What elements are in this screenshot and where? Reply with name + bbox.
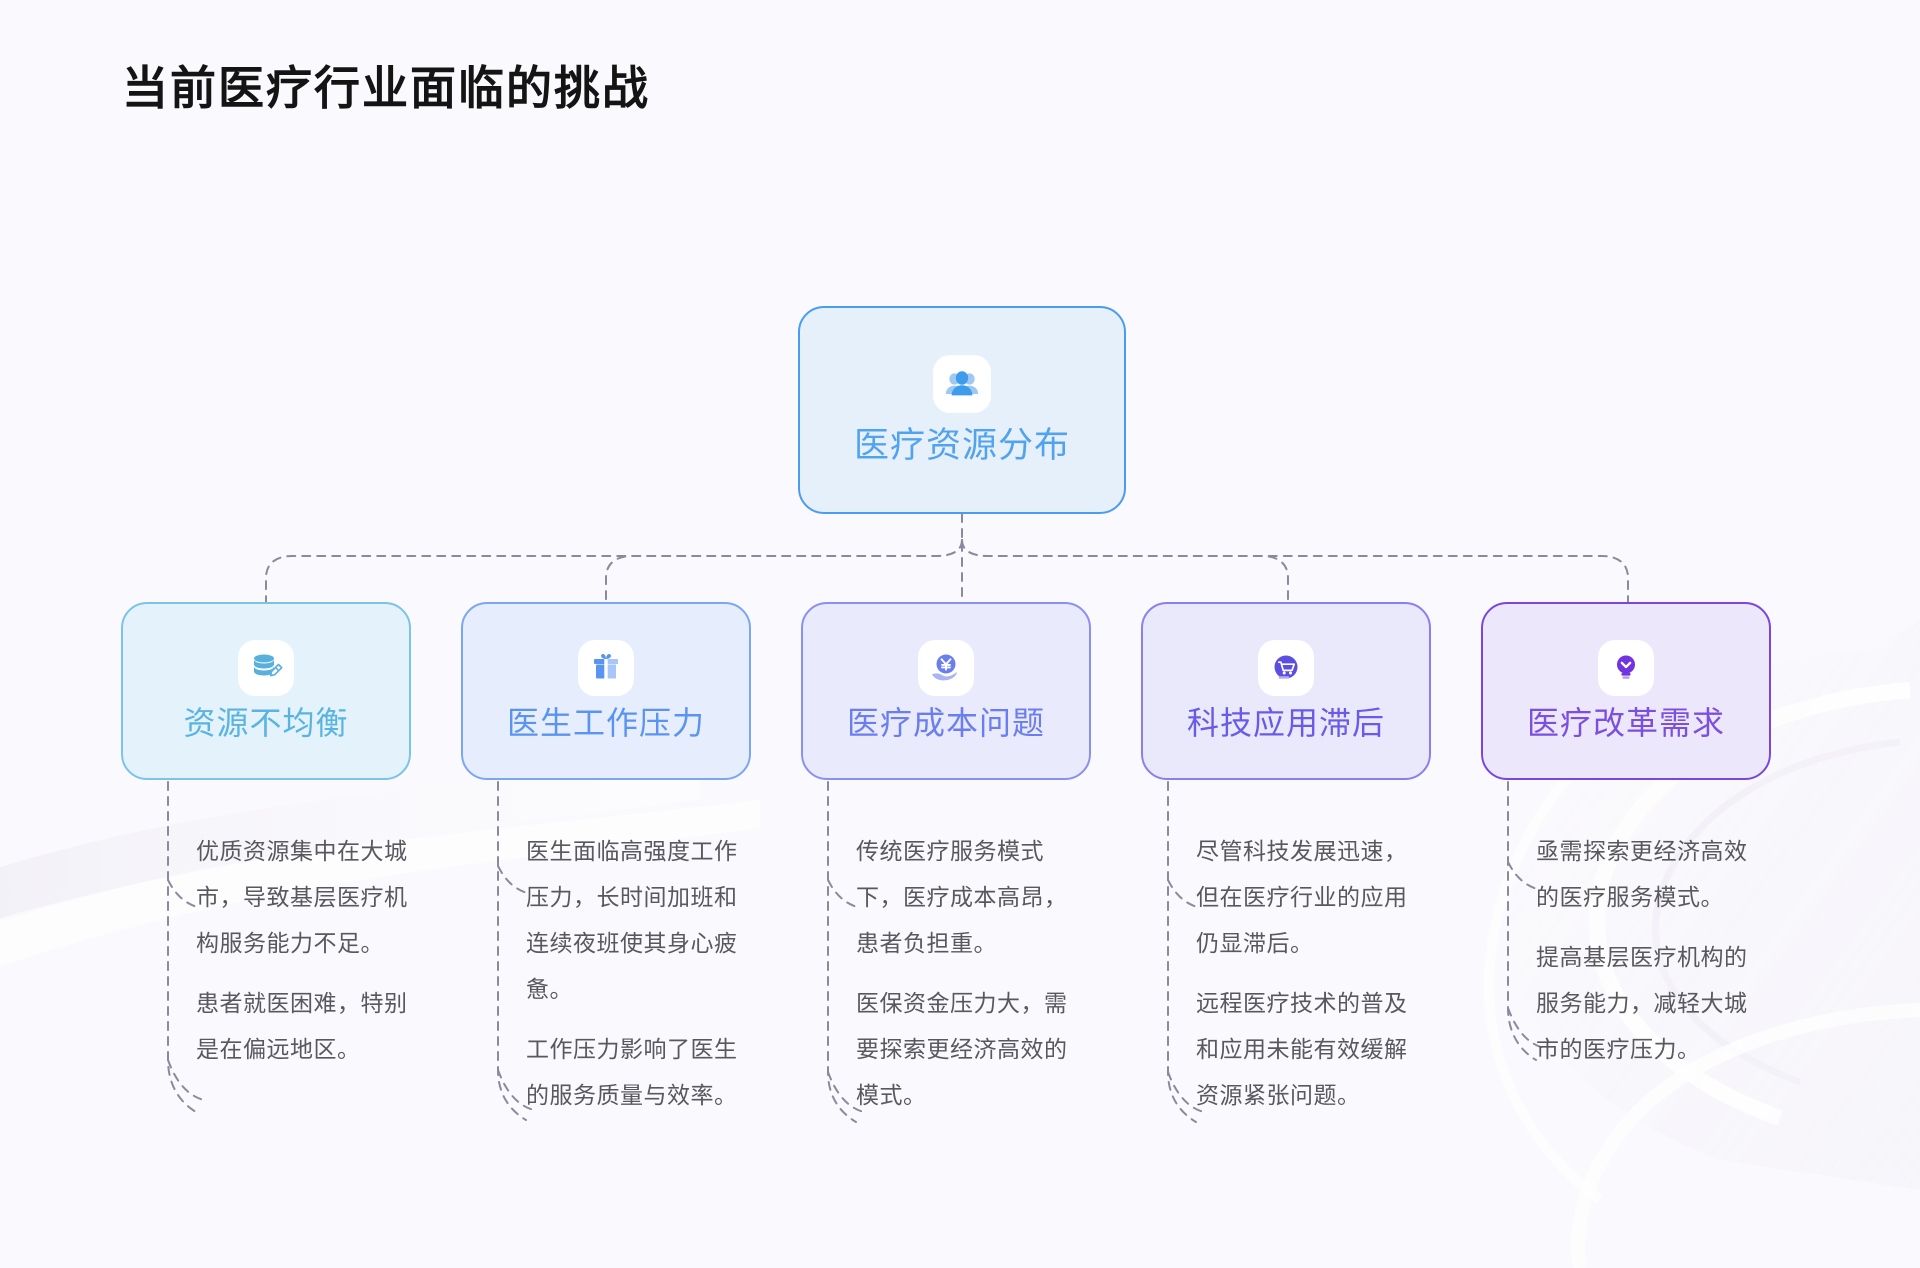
branch-node-cost-issue[interactable]: 医疗成本问题 (801, 602, 1091, 780)
branch-node-resource-imbalance[interactable]: 资源不均衡 (121, 602, 411, 780)
detail-paragraph: 优质资源集中在大城市，导致基层医疗机构服务能力不足。 (196, 838, 408, 956)
branch-node-tech-lag[interactable]: 科技应用滞后 (1141, 602, 1431, 780)
detail-paragraph: 传统医疗服务模式下，医疗成本高昂，患者负担重。 (856, 838, 1068, 956)
page-title: 当前医疗行业面临的挑战 (122, 62, 650, 114)
detail-paragraph: 医生面临高强度工作压力，长时间加班和连续夜班使其身心疲惫。 (526, 838, 738, 1002)
branch-node-label: 医疗成本问题 (846, 705, 1045, 742)
branch-node-label: 资源不均衡 (183, 705, 349, 742)
detail-column-4: 尽管科技发展迅速，但在医疗行业的应用仍显滞后。 远程医疗技术的普及和应用未能有效… (1196, 828, 1422, 1118)
root-node[interactable]: 医疗资源分布 (798, 306, 1126, 514)
branch-node-label: 科技应用滞后 (1186, 705, 1385, 742)
detail-column-3: 传统医疗服务模式下，医疗成本高昂，患者负担重。 医保资金压力大，需要探索更经济高… (856, 828, 1082, 1118)
detail-paragraph: 尽管科技发展迅速，但在医疗行业的应用仍显滞后。 (1196, 838, 1408, 956)
gift-box-icon (578, 640, 634, 697)
detail-paragraph: 患者就医困难，特别是在偏远地区。 (196, 990, 408, 1062)
detail-paragraph: 远程医疗技术的普及和应用未能有效缓解资源紧张问题。 (1196, 990, 1408, 1108)
hand-holding-yuan-icon (918, 640, 974, 697)
detail-column-2: 医生面临高强度工作压力，长时间加班和连续夜班使其身心疲惫。 工作压力影响了医生的… (526, 828, 752, 1118)
detail-column-5: 亟需探索更经济高效的医疗服务模式。 提高基层医疗机构的服务能力，减轻大城市的医疗… (1536, 828, 1762, 1072)
branch-node-label: 医疗改革需求 (1526, 705, 1725, 742)
root-node-label: 医疗资源分布 (853, 425, 1070, 465)
database-edit-icon (238, 640, 294, 697)
branch-node-label: 医生工作压力 (506, 705, 705, 742)
shopping-cart-icon (1258, 640, 1314, 697)
detail-paragraph: 医保资金压力大，需要探索更经济高效的模式。 (856, 990, 1068, 1108)
branch-node-reform-demand[interactable]: 医疗改革需求 (1481, 602, 1771, 780)
detail-column-1: 优质资源集中在大城市，导致基层医疗机构服务能力不足。 患者就医困难，特别是在偏远… (196, 828, 422, 1072)
detail-paragraph: 亟需探索更经济高效的医疗服务模式。 (1536, 838, 1748, 910)
detail-paragraph: 工作压力影响了医生的服务质量与效率。 (526, 1036, 738, 1108)
users-icon (933, 354, 991, 413)
detail-paragraph: 提高基层医疗机构的服务能力，减轻大城市的医疗压力。 (1536, 944, 1748, 1062)
lightbulb-icon (1598, 640, 1654, 697)
branch-node-doctor-pressure[interactable]: 医生工作压力 (461, 602, 751, 780)
